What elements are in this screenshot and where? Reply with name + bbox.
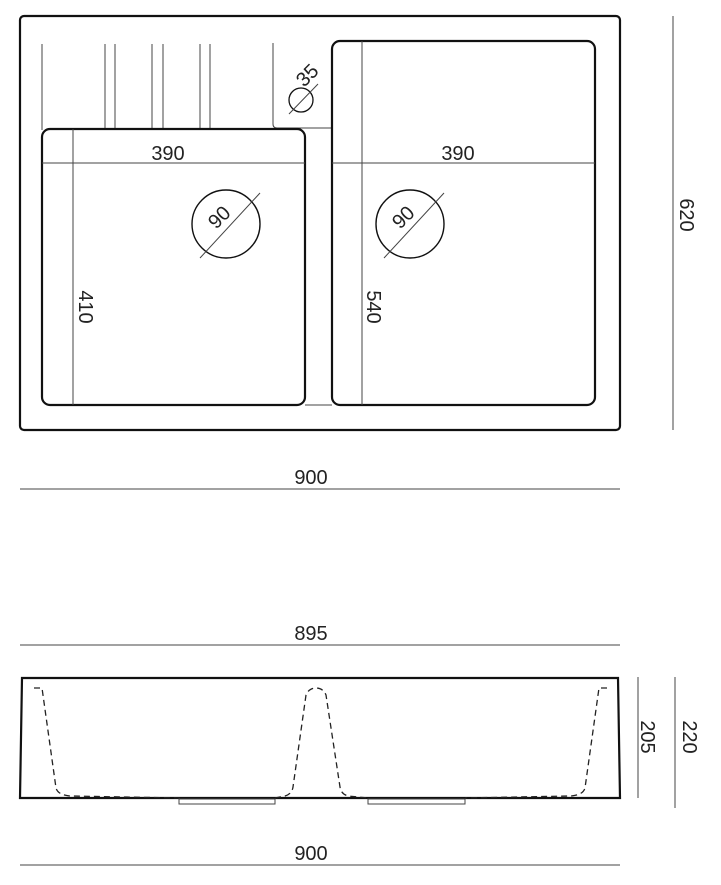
tap-hole xyxy=(288,87,314,113)
drain-plate-left xyxy=(178,798,276,805)
dim-tap-hole: 35 xyxy=(292,60,323,91)
dim-drain-right: 90 xyxy=(388,202,419,233)
side-outline xyxy=(18,676,622,800)
drain-left xyxy=(191,189,261,259)
dim-overall-width-side: 900 xyxy=(294,843,327,865)
sink-outline xyxy=(18,14,622,432)
dim-overall-width-top: 900 xyxy=(294,467,327,489)
bowl-profile-right xyxy=(464,687,607,799)
drain-plate-right xyxy=(367,798,466,805)
side-view: 895 205 220 900 xyxy=(18,623,700,866)
dim-bowl-left-width: 390 xyxy=(151,143,184,165)
dim-overall-height: 220 xyxy=(678,720,700,753)
bowl-divider-profile xyxy=(274,687,369,799)
dim-bowl-depth: 205 xyxy=(636,720,658,753)
dim-bowl-right-width: 390 xyxy=(441,143,474,165)
dim-drain-left: 90 xyxy=(204,202,235,233)
dim-inner-width: 895 xyxy=(294,623,327,645)
bowl-right xyxy=(330,39,597,407)
drain-right xyxy=(375,189,445,259)
dim-overall-depth: 620 xyxy=(675,198,697,231)
bowl-left xyxy=(40,127,307,407)
top-view: 390 390 410 540 90 90 35 620 900 xyxy=(18,14,697,490)
bowl-profile-left xyxy=(34,687,181,799)
dim-bowl-right-length: 540 xyxy=(362,290,384,323)
dim-bowl-left-length: 410 xyxy=(74,290,96,323)
drainer-grooves xyxy=(41,44,211,130)
